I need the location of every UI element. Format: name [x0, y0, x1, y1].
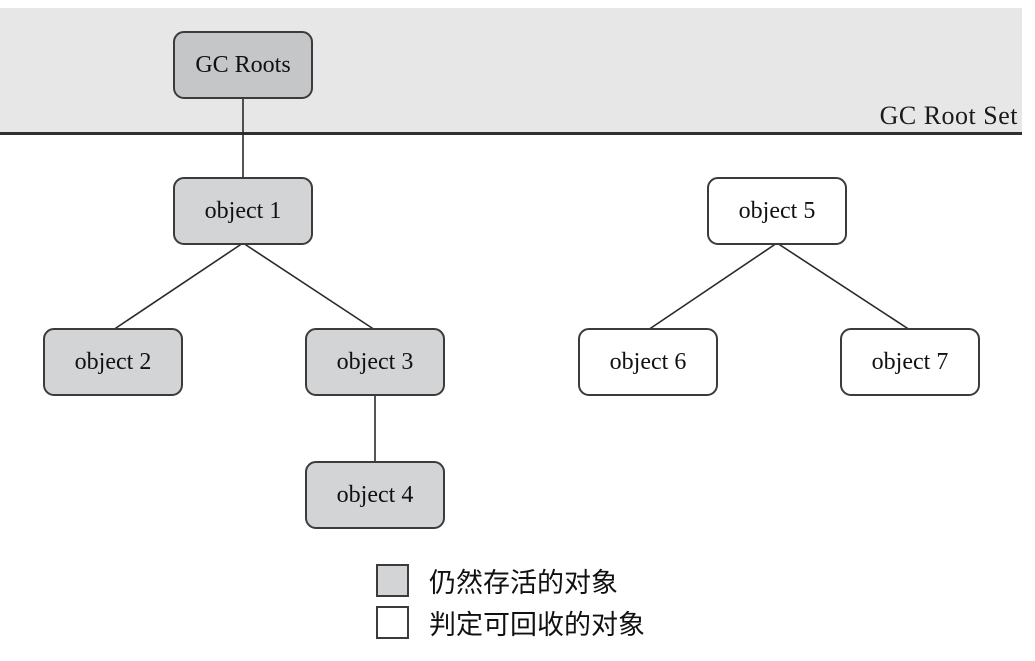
node-object-7: object 7 — [840, 328, 980, 396]
node-object-2-label: object 2 — [74, 348, 152, 375]
gc-root-set-band: GC Root Set — [0, 8, 1022, 135]
alive-swatch-icon — [376, 563, 409, 597]
legend-collectable-label: 判定可回收的对象 — [429, 609, 645, 640]
node-object-4-label: object 4 — [336, 481, 414, 508]
node-object-3-label: object 3 — [336, 348, 414, 375]
collectable-swatch-icon — [376, 605, 409, 639]
edge-object5-object7 — [776, 242, 911, 331]
edge-object5-object6 — [647, 242, 778, 331]
node-object-7-label: object 7 — [871, 348, 949, 375]
edge-object1-object2 — [112, 242, 244, 331]
node-object-2: object 2 — [43, 328, 183, 396]
gc-root-set-label: GC Root Set — [879, 101, 1018, 130]
node-object-4: object 4 — [305, 461, 445, 529]
legend: 仍然存活的对象 判定可回收的对象 — [376, 561, 645, 645]
edge-object1-object3 — [242, 242, 376, 331]
node-object-1-label: object 1 — [204, 197, 282, 224]
node-gc-roots-label: GC Roots — [195, 51, 291, 78]
node-object-3: object 3 — [305, 328, 445, 396]
node-object-5: object 5 — [707, 177, 847, 245]
node-object-1: object 1 — [173, 177, 313, 245]
node-object-5-label: object 5 — [738, 197, 816, 224]
legend-item-alive: 仍然存活的对象 — [376, 561, 645, 599]
node-gc-roots: GC Roots — [173, 31, 313, 99]
node-object-6: object 6 — [578, 328, 718, 396]
node-object-6-label: object 6 — [609, 348, 687, 375]
legend-item-collectable: 判定可回收的对象 — [376, 603, 645, 641]
legend-alive-label: 仍然存活的对象 — [429, 567, 618, 598]
